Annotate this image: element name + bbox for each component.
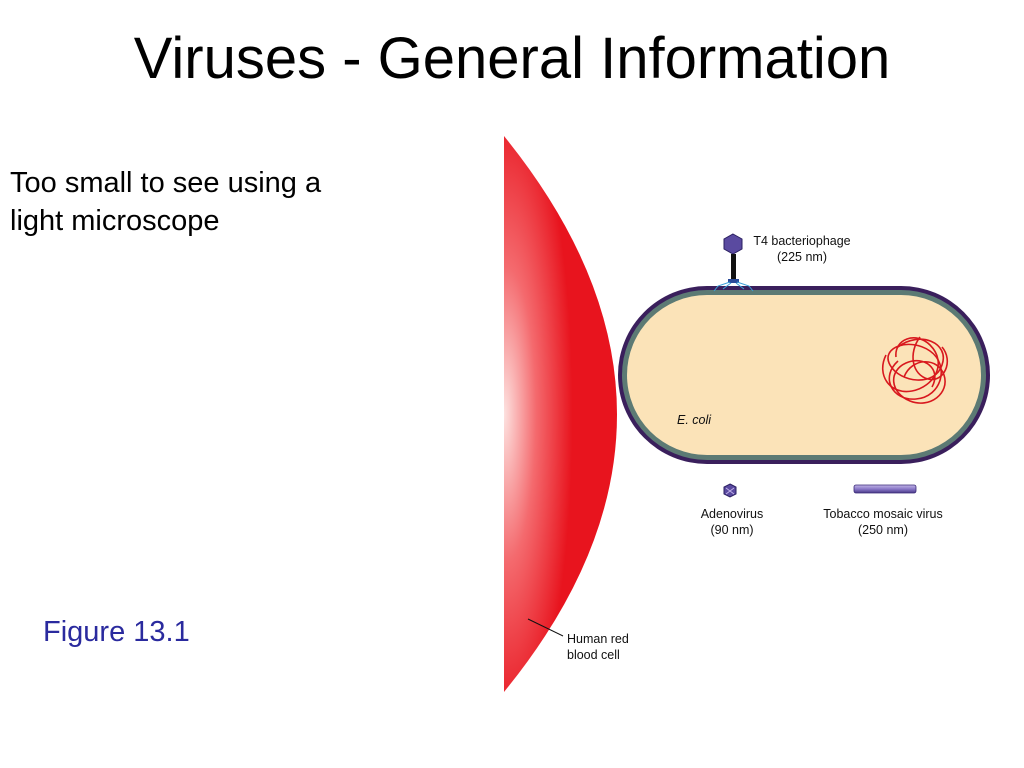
t4-label-name: T4 bacteriophage — [753, 234, 850, 248]
red-blood-cell — [504, 136, 617, 692]
tmv-label-name: Tobacco mosaic virus — [823, 507, 943, 521]
ecoli-cytoplasm — [627, 295, 981, 455]
t4-label-size: (225 nm) — [777, 250, 827, 264]
rbc-label-line-1: Human red — [567, 632, 629, 646]
ecoli-label: E. coli — [677, 413, 712, 427]
t4-bacteriophage — [713, 233, 754, 292]
tobacco-mosaic-virus — [853, 484, 917, 494]
adenovirus — [723, 483, 737, 498]
virus-size-diagram: T4 bacteriophage (225 nm) E. coli Adenov… — [480, 125, 1024, 705]
bullet-line-1: Too small to see using a — [10, 167, 322, 199]
figure-caption: Figure 13.1 — [43, 616, 190, 648]
diagram-canvas: T4 bacteriophage (225 nm) E. coli Adenov… — [504, 136, 990, 692]
bullet-line-2: light microscope — [10, 205, 220, 237]
slide-title: Viruses - General Information — [133, 26, 891, 91]
adenovirus-label-name: Adenovirus — [701, 507, 764, 521]
rbc-label-leader — [527, 618, 564, 637]
rbc-label-line-2: blood cell — [567, 648, 620, 662]
bullet-text: Too small to see using a light microscop… — [10, 164, 410, 240]
ecoli-dna — [881, 336, 948, 404]
adenovirus-label-size: (90 nm) — [710, 523, 753, 537]
tmv-label-size: (250 nm) — [858, 523, 908, 537]
